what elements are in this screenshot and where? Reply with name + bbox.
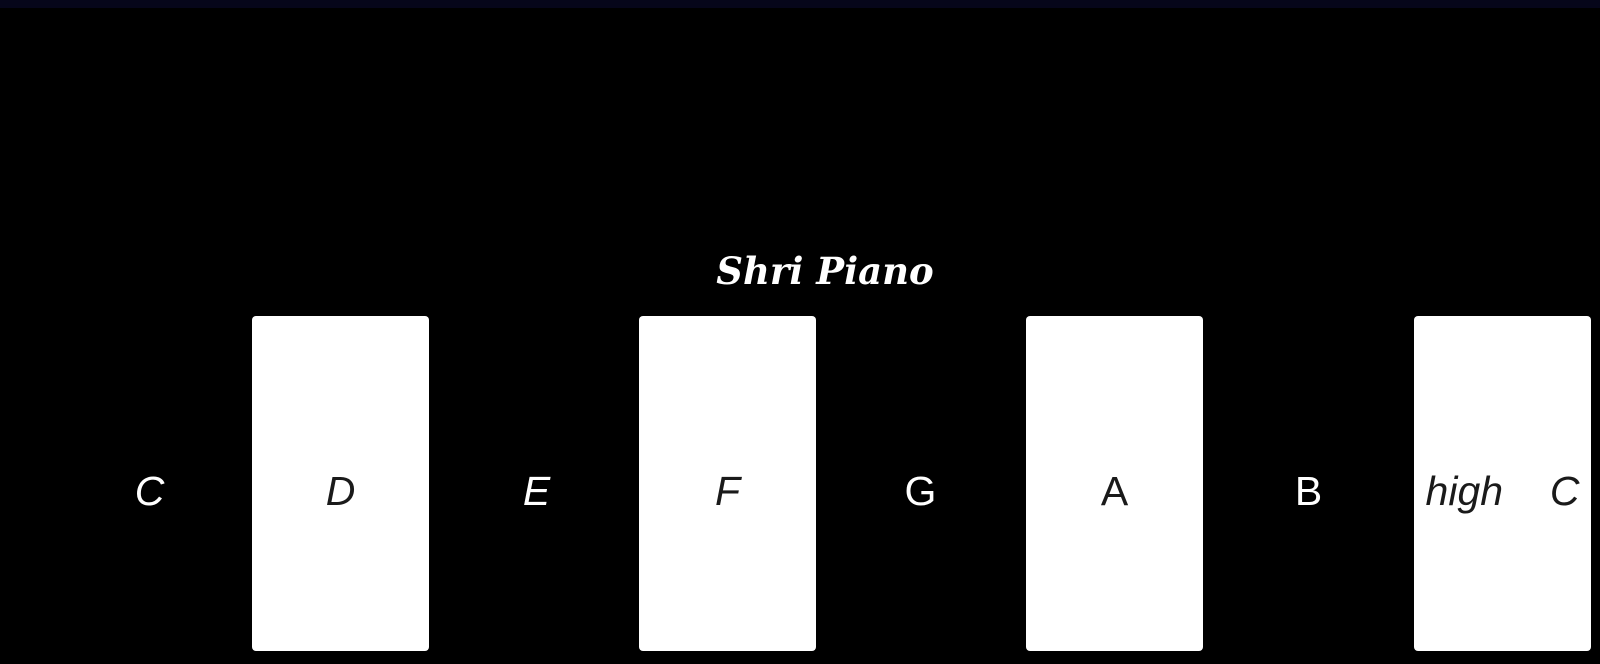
key-label-d: D (325, 468, 356, 514)
piano-key-a[interactable]: A (1026, 316, 1203, 651)
piano-key-g[interactable]: G (832, 316, 1009, 651)
app-title: Shri Piano (716, 249, 934, 293)
piano-key-e[interactable]: E (448, 316, 625, 651)
key-label-b: B (1294, 468, 1323, 514)
piano-key-c[interactable]: C (61, 316, 238, 651)
top-bar (0, 0, 1600, 8)
key-label-g: G (904, 468, 937, 514)
key-label-a: A (1100, 468, 1129, 514)
piano-key-b[interactable]: B (1220, 316, 1397, 651)
key-label-high-c: high C (1425, 468, 1580, 514)
piano-key-f[interactable]: F (639, 316, 816, 651)
piano-key-d[interactable]: D (252, 316, 429, 651)
key-label-f: F (714, 468, 741, 514)
key-label-e: E (522, 468, 551, 514)
key-label-c: C (134, 468, 165, 514)
piano-key-high-c[interactable]: high C (1414, 316, 1591, 651)
